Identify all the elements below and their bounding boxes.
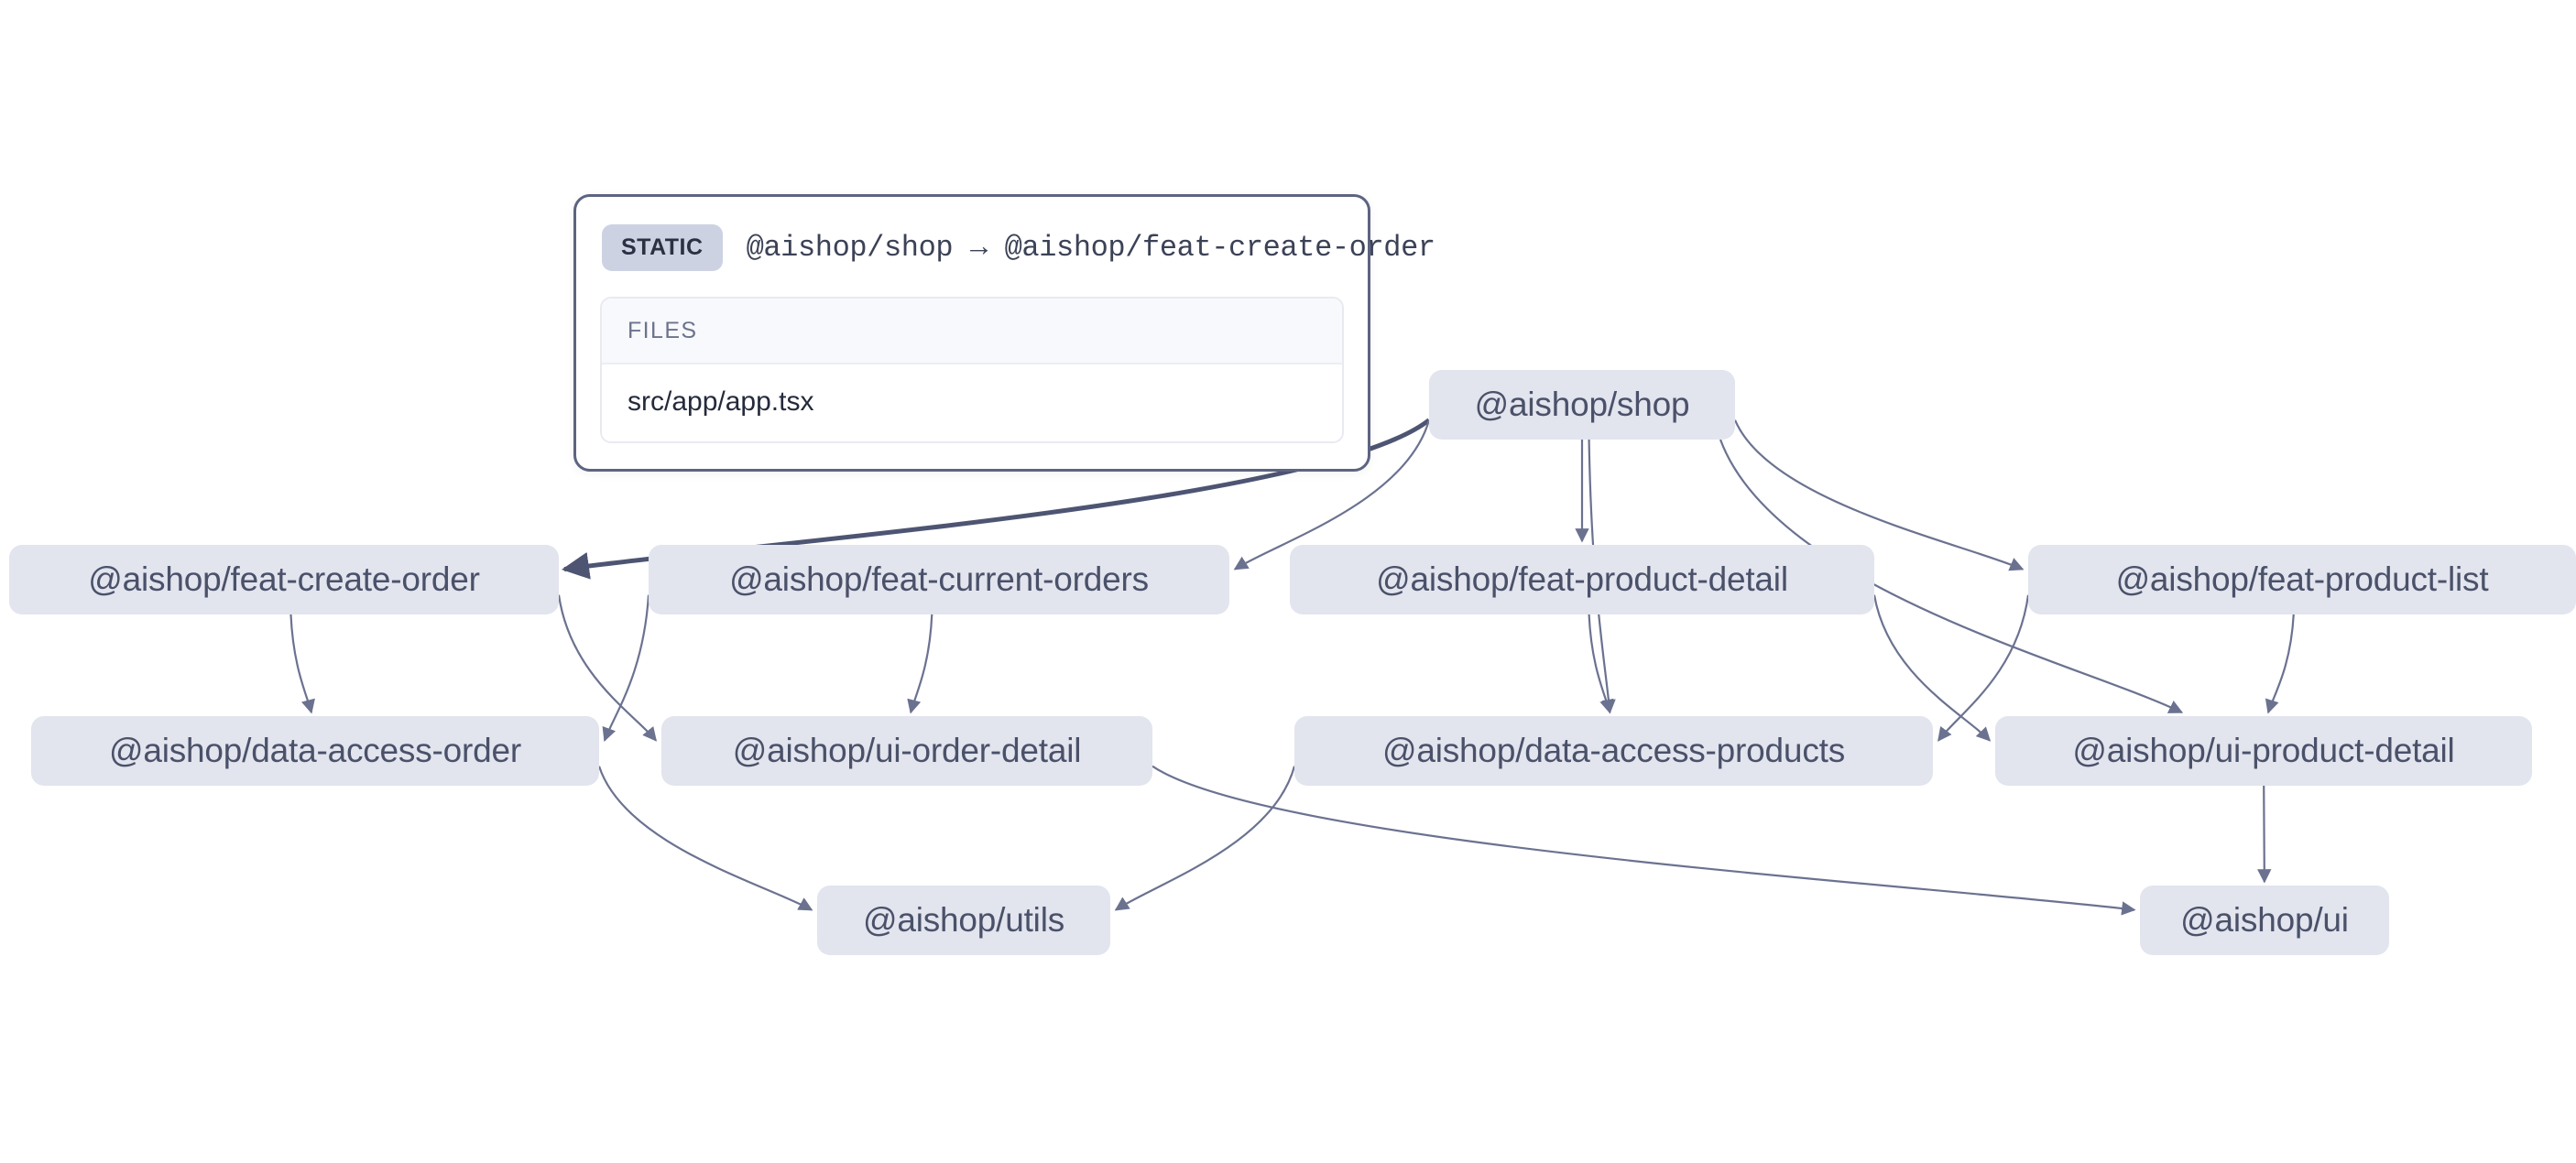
graph-node-feat-product-list[interactable]: @aishop/feat-product-list <box>2028 545 2576 614</box>
graph-node-utils[interactable]: @aishop/utils <box>817 886 1110 955</box>
graph-node-ui[interactable]: @aishop/ui <box>2140 886 2389 955</box>
graph-edge-ui-product-detail-to-ui[interactable] <box>2257 785 2272 884</box>
graph-node-feat-current-orders[interactable]: @aishop/feat-current-orders <box>649 545 1229 614</box>
graph-node-label: @aishop/shop <box>1474 386 1690 423</box>
graph-node-shop[interactable]: @aishop/shop <box>1429 370 1735 440</box>
graph-node-label: @aishop/feat-create-order <box>88 560 480 598</box>
graph-edge-feat-product-list-to-ui-product-detail[interactable] <box>2265 614 2295 714</box>
graph-node-label: @aishop/feat-current-orders <box>729 560 1149 598</box>
tooltip-title: @aishop/shop → @aishop/feat-create-order <box>746 231 1436 265</box>
graph-node-label: @aishop/ui-product-detail <box>2072 732 2455 769</box>
graph-node-label: @aishop/ui-order-detail <box>732 732 1082 769</box>
graph-edge-feat-product-detail-to-data-access-products[interactable] <box>1588 614 1614 714</box>
tooltip-header: STATIC @aishop/shop → @aishop/feat-creat… <box>600 221 1435 277</box>
graph-edge-data-access-products-to-utils[interactable] <box>1114 766 1296 911</box>
graph-node-label: @aishop/data-access-products <box>1382 732 1845 769</box>
graph-node-label: @aishop/ui <box>2180 901 2349 939</box>
graph-node-label: @aishop/data-access-order <box>108 732 522 769</box>
graph-node-feat-product-detail[interactable]: @aishop/feat-product-detail <box>1290 545 1874 614</box>
graph-node-label: @aishop/feat-product-list <box>2115 560 2489 598</box>
edge-detail-tooltip[interactable]: STATIC @aishop/shop → @aishop/feat-creat… <box>573 194 1435 472</box>
graph-edge-feat-current-orders-to-data-access-order[interactable] <box>602 594 650 743</box>
edge-paths <box>289 418 2295 916</box>
graph-edge-feat-current-orders-to-ui-order-detail[interactable] <box>907 614 933 714</box>
graph-node-ui-product-detail[interactable]: @aishop/ui-product-detail <box>1995 716 2532 786</box>
files-list: src/app/app.tsx <box>602 364 1342 441</box>
graph-node-data-access-products[interactable]: @aishop/data-access-products <box>1294 716 1933 786</box>
graph-node-label: @aishop/feat-product-detail <box>1376 560 1788 598</box>
files-panel: FILES src/app/app.tsx <box>600 297 1344 443</box>
graph-edge-data-access-order-to-utils[interactable] <box>597 766 813 911</box>
graph-edge-ui-order-detail-to-ui[interactable] <box>1152 765 2136 916</box>
graph-node-ui-order-detail[interactable]: @aishop/ui-order-detail <box>661 716 1152 786</box>
graph-node-feat-create-order[interactable]: @aishop/feat-create-order <box>9 545 559 614</box>
file-row[interactable]: src/app/app.tsx <box>602 364 1342 441</box>
graph-edge-feat-create-order-to-data-access-order[interactable] <box>289 614 315 714</box>
files-panel-header: FILES <box>602 299 1342 364</box>
graph-node-label: @aishop/utils <box>862 901 1065 939</box>
static-badge: STATIC <box>602 224 723 271</box>
graph-node-data-access-order[interactable]: @aishop/data-access-order <box>31 716 599 786</box>
